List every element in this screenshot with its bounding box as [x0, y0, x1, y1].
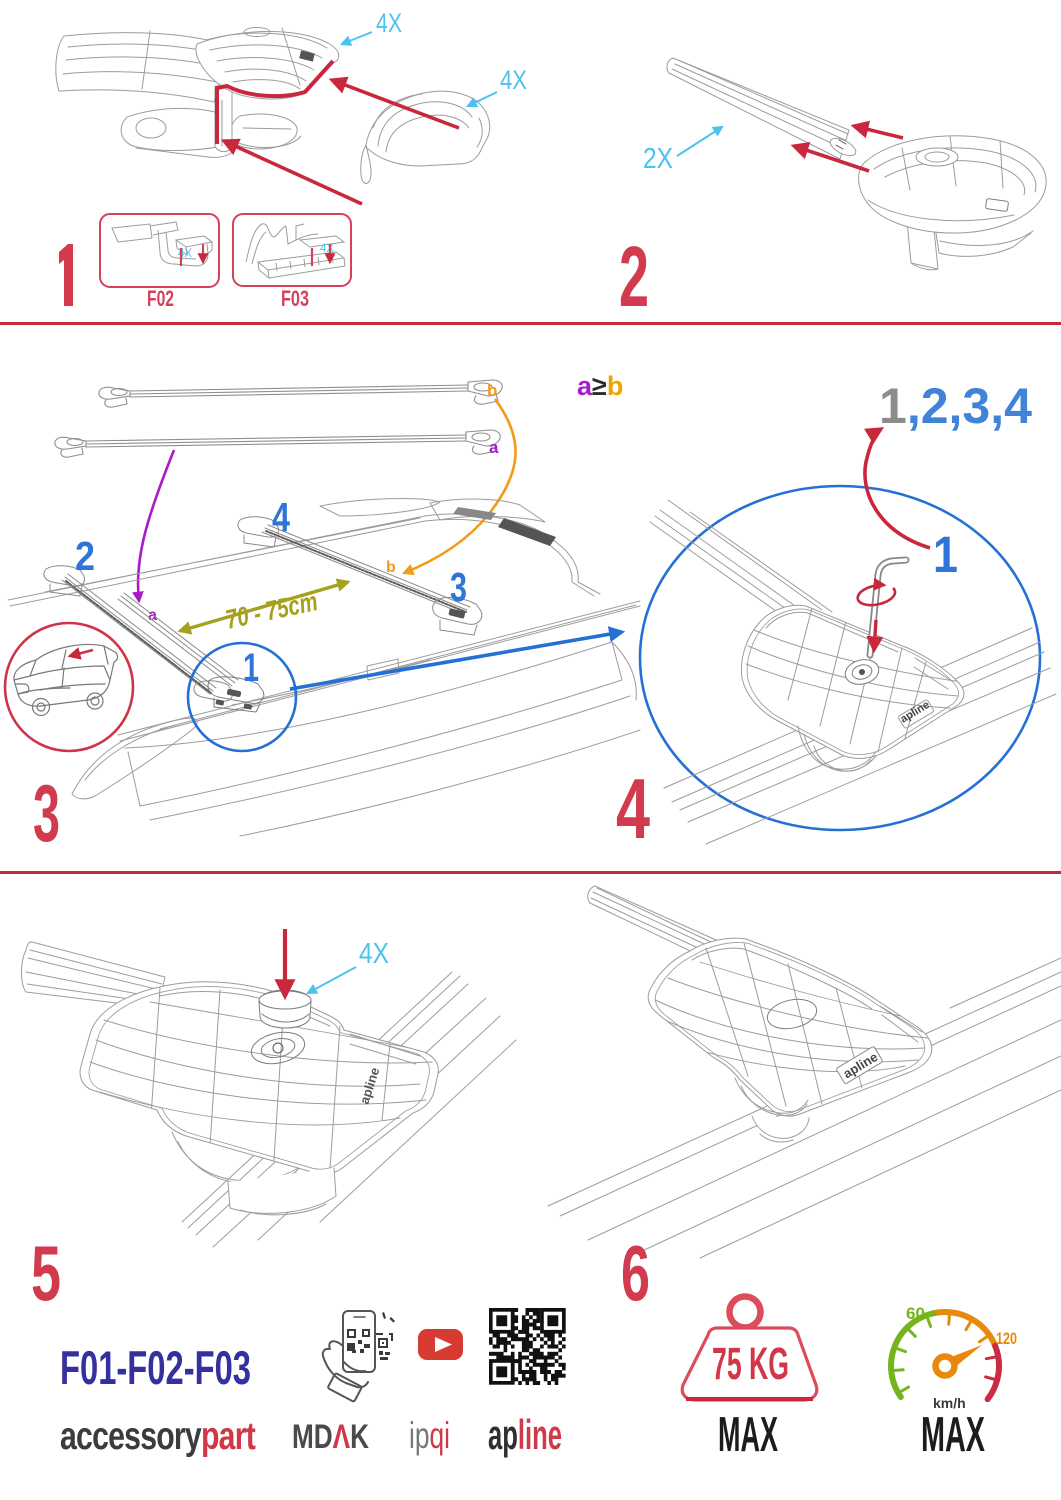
svg-text:MAX: MAX: [718, 1408, 778, 1462]
svg-text:2: 2: [75, 533, 95, 579]
svg-text:120: 120: [996, 1329, 1017, 1348]
svg-text:apline: apline: [488, 1411, 562, 1458]
svg-text:accessorypart: accessorypart: [60, 1415, 256, 1458]
svg-text:MAX: MAX: [921, 1408, 985, 1462]
svg-text:3: 3: [33, 769, 60, 859]
svg-text:75 KG: 75 KG: [712, 1338, 789, 1389]
svg-text:4: 4: [616, 762, 650, 857]
svg-text:b: b: [487, 381, 497, 400]
svg-text:a≥b: a≥b: [577, 371, 623, 401]
svg-text:1,2,3,4: 1,2,3,4: [879, 378, 1032, 434]
svg-text:F02: F02: [147, 286, 174, 311]
svg-text:4X: 4X: [376, 8, 402, 38]
svg-text:F01-F02-F03: F01-F02-F03: [60, 1341, 251, 1394]
svg-text:F03: F03: [281, 286, 309, 311]
svg-text:4X: 4X: [320, 241, 334, 255]
svg-text:4X: 4X: [359, 938, 389, 970]
svg-text:5: 5: [31, 1229, 61, 1317]
svg-text:3: 3: [450, 564, 467, 610]
svg-text:1: 1: [243, 646, 259, 690]
svg-text:MDΛK: MDΛK: [292, 1418, 369, 1456]
svg-text:2X: 2X: [643, 143, 673, 175]
svg-text:2: 2: [619, 230, 649, 325]
svg-text:km/h: km/h: [933, 1395, 966, 1411]
svg-text:4X: 4X: [500, 65, 527, 95]
svg-text:60: 60: [906, 1304, 925, 1323]
svg-text:ipqi: ipqi: [409, 1415, 450, 1456]
svg-text:70 - 75cm: 70 - 75cm: [223, 586, 320, 635]
svg-text:6: 6: [621, 1229, 650, 1317]
svg-text:1: 1: [933, 526, 958, 583]
svg-text:a: a: [489, 438, 499, 457]
svg-text:b: b: [386, 559, 396, 576]
svg-text:4: 4: [272, 494, 290, 540]
svg-text:a: a: [148, 607, 157, 624]
